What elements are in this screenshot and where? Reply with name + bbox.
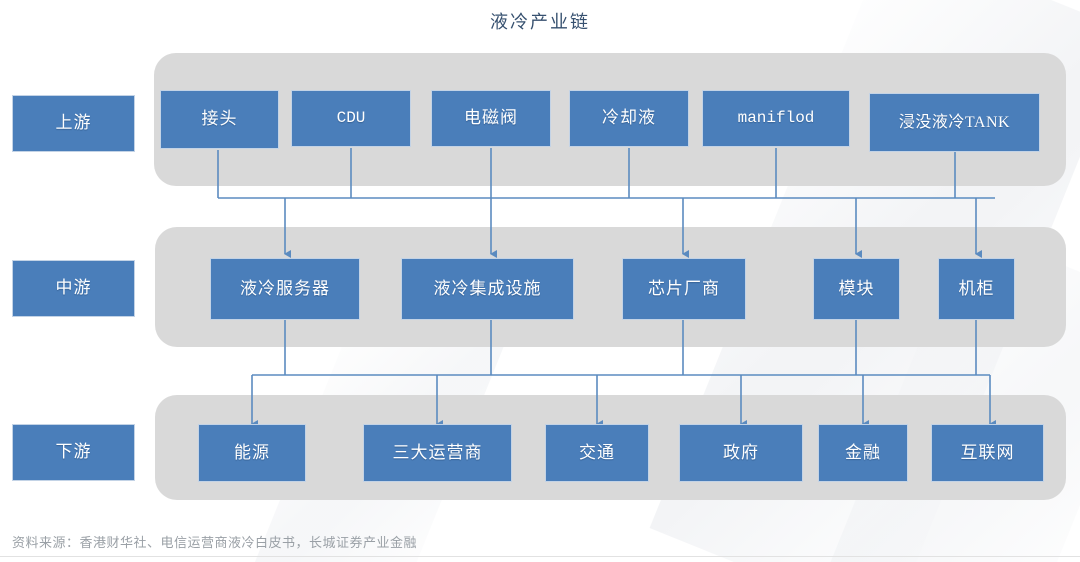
node-midstream-integration-facility[interactable]: 液冷集成设施 [401, 258, 574, 320]
chart-title: 液冷产业链 [490, 12, 590, 32]
node-midstream-liquid-cooled-server[interactable]: 液冷服务器 [210, 258, 360, 320]
source-note: 资料来源：香港财华社、电信运营商液冷白皮书，长城证券产业金融 [12, 535, 418, 550]
tier-label-midstream: 中游 [12, 260, 135, 317]
node-upstream-cdu[interactable]: CDU [291, 90, 411, 147]
node-upstream-jietou[interactable]: 接头 [160, 90, 279, 149]
node-downstream-finance[interactable]: 金融 [818, 424, 908, 482]
node-upstream-lengqueye[interactable]: 冷却液 [569, 90, 689, 147]
tier-label-downstream: 下游 [12, 424, 135, 481]
footer-divider [0, 556, 1080, 557]
node-downstream-three-carriers[interactable]: 三大运营商 [363, 424, 512, 482]
node-midstream-chip-vendor[interactable]: 芯片厂商 [622, 258, 746, 320]
node-upstream-immersion-tank[interactable]: 浸没液冷TANK [869, 93, 1040, 152]
node-downstream-government[interactable]: 政府 [679, 424, 803, 482]
node-midstream-cabinet[interactable]: 机柜 [938, 258, 1015, 320]
node-upstream-maniflod[interactable]: maniflod [702, 90, 850, 147]
node-midstream-module[interactable]: 模块 [813, 258, 900, 320]
node-downstream-energy[interactable]: 能源 [198, 424, 306, 482]
node-upstream-dianciFa[interactable]: 电磁阀 [431, 90, 551, 147]
node-downstream-transportation[interactable]: 交通 [545, 424, 649, 482]
tier-label-upstream: 上游 [12, 95, 135, 152]
node-downstream-internet[interactable]: 互联网 [931, 424, 1044, 482]
